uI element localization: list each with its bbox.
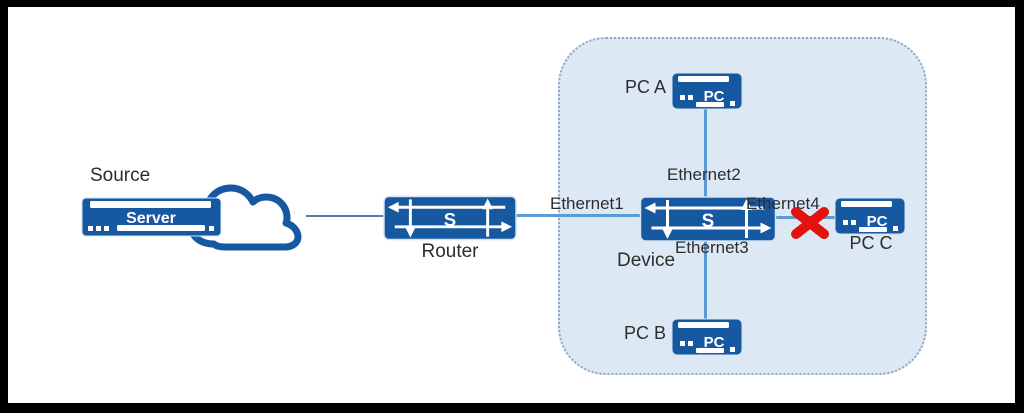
- router-icon: S: [383, 195, 517, 241]
- pc-c-icon-text: PC: [867, 213, 888, 230]
- pc-b-icon-text: PC: [704, 334, 725, 351]
- ethernet2-label: Ethernet2: [667, 165, 741, 184]
- ethernet3-label: Ethernet3: [675, 238, 749, 257]
- server-icon: Server: [81, 197, 222, 237]
- pc-c-label: PC C: [849, 233, 893, 253]
- router-icon-text: S: [444, 209, 456, 230]
- device-icon: S: [639, 196, 777, 242]
- pc-c-icon: PC: [834, 197, 906, 235]
- pc-a-icon: PC: [671, 72, 743, 110]
- router-label: Router: [421, 241, 479, 262]
- pc-a-label: PC A: [624, 77, 666, 97]
- source-label: Source: [90, 165, 151, 186]
- link-device-pc-a: [704, 109, 707, 199]
- pc-b-label: PC B: [623, 323, 666, 343]
- ethernet1-label: Ethernet1: [550, 194, 624, 213]
- link-router-device: [516, 214, 640, 217]
- pc-b-icon: PC: [671, 318, 743, 356]
- device-label: Device: [617, 250, 676, 271]
- link-device-pc-b: [704, 241, 707, 320]
- server-icon-text: Server: [126, 210, 176, 227]
- pc-a-icon-text: PC: [704, 88, 725, 105]
- ethernet4-label: Ethernet4: [746, 194, 820, 213]
- blocked-x-icon: [791, 207, 829, 239]
- device-icon-text: S: [702, 211, 715, 232]
- link-cloud-router: [306, 215, 386, 217]
